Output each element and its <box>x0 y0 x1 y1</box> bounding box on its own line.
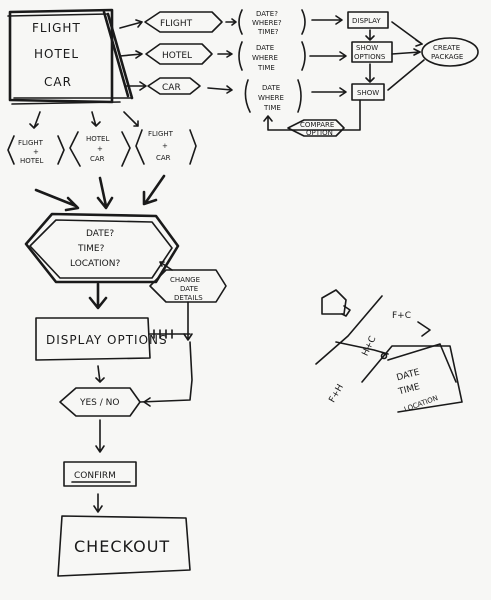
combo-fc-3: CAR <box>156 154 171 162</box>
flow-hotel-label: HOTEL <box>162 51 192 61</box>
menu-item-hotel: HOTEL <box>34 47 79 61</box>
top-flows: FLIGHT DATE? WHERE? TIME? DISPLAY HOTEL … <box>119 9 479 137</box>
wheel-panel-date: DATE <box>396 368 422 384</box>
combo-hc-2: + <box>97 145 103 153</box>
wheel-label-fh: F+H <box>328 383 346 405</box>
hotel-q-time: TIME <box>257 64 275 72</box>
wheel-sketch: F+H H+C F+C DATE TIME LOCATION <box>315 289 463 414</box>
checkout-step: CHECKOUT <box>57 493 191 577</box>
flow-flight-label: FLIGHT <box>160 19 193 29</box>
change-3: DETAILS <box>174 294 203 302</box>
change-date: CHANGE DATE DETAILS <box>149 261 227 341</box>
wheel-label-hc: H+C <box>361 335 379 358</box>
menu-item-car: CAR <box>44 75 72 89</box>
flight-q-time: TIME? <box>257 28 279 36</box>
car-q-where: WHERE <box>258 94 284 102</box>
decision-date: DATE? <box>86 229 114 239</box>
hotel-result-2: OPTIONS <box>354 53 386 61</box>
decision-diamond: DATE? TIME? LOCATION? <box>24 212 180 284</box>
flight-result: DISPLAY <box>352 17 381 25</box>
flight-q-date: DATE? <box>256 10 278 18</box>
wheel-panel-location: LOCATION <box>403 394 439 414</box>
menu-item-flight: FLIGHT <box>32 21 81 35</box>
car-q-time: TIME <box>263 104 281 112</box>
yes-no-label: YES / NO <box>79 398 119 408</box>
confirm-label: CONFIRM <box>74 471 116 481</box>
change-2: DATE <box>180 285 198 293</box>
flight-q-where: WHERE? <box>252 19 282 27</box>
decision-time: TIME? <box>77 244 105 254</box>
create-package-1: CREATE <box>433 44 460 52</box>
car-q-date: DATE <box>262 84 280 92</box>
combo-hc-1: HOTEL <box>86 135 109 143</box>
checkout-label: CHECKOUT <box>74 537 170 556</box>
confirm-step: CONFIRM <box>63 419 137 487</box>
hotel-result-1: SHOW <box>356 44 378 52</box>
hotel-q-date: DATE <box>256 44 274 52</box>
change-1: CHANGE <box>170 276 200 284</box>
decision-location: LOCATION? <box>70 259 120 269</box>
flow-car-label: CAR <box>162 83 181 93</box>
combo-hc-3: CAR <box>90 155 105 163</box>
display-options: DISPLAY OPTIONS <box>35 282 191 361</box>
compare-1: COMPARE <box>300 121 334 129</box>
compare-2: OPTION <box>306 129 333 137</box>
hotel-q-where: WHERE <box>252 54 278 62</box>
combo-fh-3: HOTEL <box>20 157 43 165</box>
combo-fh-2: + <box>33 148 39 156</box>
car-result: SHOW <box>357 89 379 97</box>
create-package-2: PACKAGE <box>431 53 463 61</box>
menu-box: FLIGHT HOTEL CAR <box>7 8 134 105</box>
wheel-label-fc: F+C <box>392 311 411 321</box>
combo-row: FLIGHT + HOTEL HOTEL + CAR FLIGHT + CAR <box>7 111 197 212</box>
combo-fc-2: + <box>162 142 168 150</box>
display-label: DISPLAY OPTIONS <box>46 333 168 347</box>
combo-fc-1: FLIGHT <box>148 130 174 138</box>
wheel-panel-time: TIME <box>397 382 422 398</box>
yes-no: YES / NO <box>59 341 193 417</box>
combo-fh-1: FLIGHT <box>18 139 44 147</box>
